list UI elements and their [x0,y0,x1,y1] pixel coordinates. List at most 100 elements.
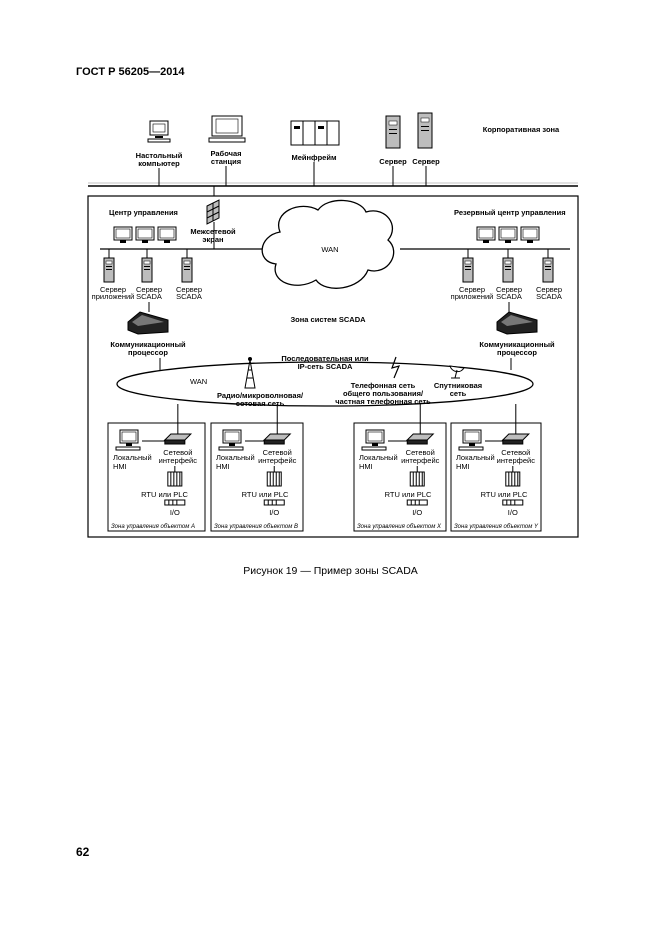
wan-cloud-label: WAN [321,245,338,254]
network-interface-icon [502,433,530,445]
satellite-dish-icon [449,365,465,379]
iface-label-1: Сетевой [406,448,435,457]
hmi-label-2: HMI [216,462,230,471]
lightning-icon [391,356,401,379]
iface-label-1: Сетевой [263,448,292,457]
backup-control-center: Резервный центр управления Сервер прилож… [451,208,566,301]
site-zone-box [353,422,447,532]
corp-server-a-label: Сервер [379,157,407,166]
field-wan: WAN Последовательная или IP-сеть SCADA Р… [116,354,534,408]
scada-server-label-2: SCADA [136,292,162,301]
control-center-label: Центр управления [109,208,178,217]
phone-network-label-2: общего пользования/ [343,389,424,398]
control-center: Центр управления Межсетевой экран Сервер… [92,199,570,301]
site-zone-label: Зона управления объектом A [111,524,195,530]
scada-server-2-label-1: Сервер [176,285,202,294]
app-server-label-1: Сервер [100,285,126,294]
backup-app-server-label-1: Сервер [459,285,485,294]
app-server-label-2: приложений [92,292,135,301]
rtu-label: RTU или PLC [385,490,432,499]
io-block-icon [263,499,285,506]
app-server-icon [103,257,115,283]
backup-comm-processor-label-1: Коммуникационный [479,340,555,349]
desktop-label-1: Настольный [136,151,183,160]
hmi-monitor-icon [462,429,482,447]
hmi-label-1: Локальный [216,453,255,462]
hmi-label-1: Локальный [456,453,495,462]
wan-cloud: WAN [261,199,395,289]
workstation-label-2: станция [211,157,241,166]
backup-scada-server-label-1: Сервер [496,285,522,294]
io-label: I/O [508,508,518,517]
mainframe-icon [290,120,340,146]
comm-processor-right: Коммуникационный процессор [479,302,555,357]
backup-scada-server-2-label-2: SCADA [536,292,562,301]
scada-server-icon [141,257,153,283]
backup-comm-processor-label-2: процессор [497,348,537,357]
hmi-monitor-icon [119,429,139,447]
radio-tower-icon [244,357,256,389]
scada-server-label-1: Сервер [136,285,162,294]
document-header: ГОСТ Р 56205—2014 [76,66,185,78]
satellite-network-label-2: сеть [450,389,467,398]
iface-label-2: интерфейс [159,456,198,465]
desktop-computer-icon [147,120,171,143]
firewall-label-2: экран [202,235,223,244]
corp-server-b-label: Сервер [412,157,440,166]
io-block-icon [406,499,428,506]
firewall-label-1: Межсетевой [190,227,236,236]
backup-scada-server-icon [502,257,514,283]
phone-network-label-3: частная телефонная сеть [335,397,431,406]
comm-processor-label-1: Коммуникационный [110,340,186,349]
phone-network-label-1: Телефонная сеть [351,381,416,390]
hmi-monitor-icon [365,429,385,447]
rtu-plc-icon [167,471,183,487]
hmi-label-2: HMI [359,462,373,471]
io-block-icon [502,499,524,506]
backup-scada-server-2-label-1: Сервер [536,285,562,294]
scada-server-2-icon [181,257,193,283]
site-zone-label: Зона управления объектом X [357,524,442,530]
network-interface-icon [406,433,434,445]
workstation-icon [208,115,246,143]
iface-label-2: интерфейс [258,456,297,465]
site-zone-label: Зона управления объектом B [214,524,298,530]
desktop-label-2: компьютер [138,159,180,168]
iface-label-1: Сетевой [163,448,192,457]
io-label: I/O [412,508,422,517]
corp-server-a-icon [385,115,401,149]
backup-scada-server-2-icon [542,257,554,283]
scada-zone-label: Зона систем SCADA [290,315,366,324]
site-zone-box [107,422,206,532]
backup-comm-processor-icon [496,311,538,335]
rtu-label: RTU или PLC [242,490,289,499]
site-zone-box [210,422,304,532]
iface-label-2: интерфейс [401,456,440,465]
satellite-network-label-1: Спутниковая [434,381,482,390]
firewall-icon [206,199,220,225]
iface-label-1: Сетевой [501,448,530,457]
serial-network-label-1: Последовательная или [281,354,369,363]
scada-zone-frame [87,195,579,538]
io-label: I/O [170,508,180,517]
rtu-plc-icon [266,471,282,487]
rtu-plc-icon [409,471,425,487]
rtu-label: RTU или PLC [481,490,528,499]
backup-center-label: Резервный центр управления [454,208,566,217]
corporate-zone: Настольный компьютер Рабочая станция Мей… [88,112,578,187]
corporate-zone-label: Корпоративная зона [483,125,560,134]
serial-network-label-2: IP-сеть SCADA [298,362,353,371]
io-block-icon [164,499,186,506]
hmi-label-1: Локальный [113,453,152,462]
field-wan-label: WAN [190,377,207,386]
page-number: 62 [76,845,90,859]
comm-processor-label-2: процессор [128,348,168,357]
workstation-label-1: Рабочая [210,149,241,158]
corp-server-b-icon [417,112,433,149]
scada-server-2-label-2: SCADA [176,292,202,301]
